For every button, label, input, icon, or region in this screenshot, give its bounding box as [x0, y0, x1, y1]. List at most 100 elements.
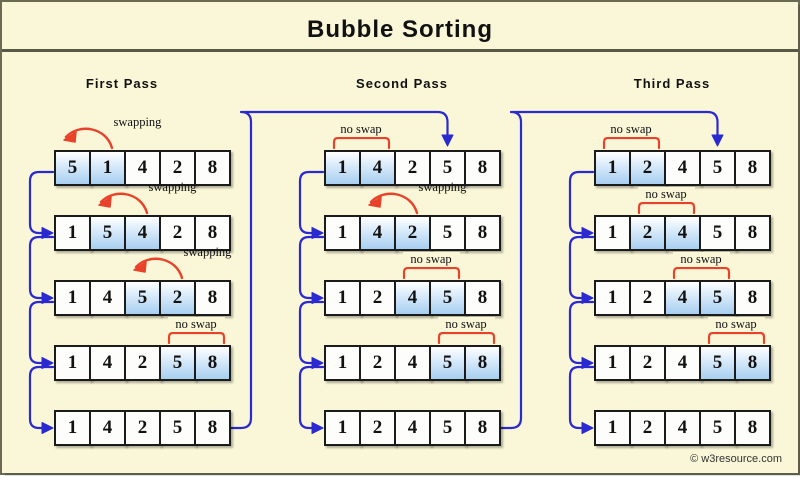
array-cell: 1: [594, 345, 631, 381]
array-cell: 8: [734, 280, 771, 316]
array-cell: 5: [124, 280, 161, 316]
array-cell: 5: [429, 280, 466, 316]
no-swap-annotation: no swap: [402, 252, 460, 280]
array-cell: 2: [359, 280, 396, 316]
array-cell: 2: [394, 215, 431, 251]
array-cell: 8: [194, 150, 231, 186]
array-cell: 4: [664, 345, 701, 381]
no-swap-label: no swap: [637, 187, 695, 202]
array-cell: 8: [464, 150, 501, 186]
no-swap-annotation: no swap: [672, 252, 730, 280]
array-cell: 8: [464, 410, 501, 446]
swapping-label: swapping: [148, 180, 197, 194]
array-cell: 8: [734, 345, 771, 381]
swapping-label: swapping: [418, 180, 467, 194]
array-cell: 5: [429, 215, 466, 251]
array-cell: 4: [664, 410, 701, 446]
array-cell: 4: [89, 410, 126, 446]
no-swap-annotation: no swap: [332, 122, 390, 150]
no-swap-annotation: no swap: [437, 317, 495, 345]
array-cell: 1: [324, 345, 361, 381]
no-swap-label: no swap: [707, 317, 765, 332]
swapping-annotation: swapping: [366, 180, 516, 215]
page-title: Bubble Sorting: [307, 16, 493, 43]
array-cell: 8: [194, 345, 231, 381]
no-swap-annotation: no swap: [602, 122, 660, 150]
no-swap-annotation: no swap: [637, 187, 695, 215]
array-cell: 2: [629, 215, 666, 251]
swapping-label: swapping: [113, 115, 162, 129]
array-cell: 8: [194, 410, 231, 446]
array-cell: 4: [664, 215, 701, 251]
array-cell: 2: [629, 280, 666, 316]
array-cell: 2: [159, 150, 196, 186]
array-cell: 2: [359, 410, 396, 446]
array-cell: 4: [124, 215, 161, 251]
no-swap-label: no swap: [602, 122, 660, 137]
array-cell: 8: [194, 215, 231, 251]
array-cell: 8: [734, 215, 771, 251]
array-cell: 4: [89, 345, 126, 381]
array-cell: 5: [699, 345, 736, 381]
array-cell: 2: [629, 150, 666, 186]
no-swap-annotation: no swap: [167, 317, 225, 345]
pass-label-first: First Pass: [85, 76, 159, 91]
array-cell: 4: [394, 280, 431, 316]
array-cell: 8: [464, 345, 501, 381]
array-cell: 2: [629, 410, 666, 446]
array-cell: 1: [324, 150, 361, 186]
swapping-label: swapping: [183, 245, 232, 259]
array-cell: 5: [159, 410, 196, 446]
array-cell: 5: [159, 345, 196, 381]
array-cell: 8: [734, 410, 771, 446]
array-cell: 1: [54, 410, 91, 446]
array-cell: 4: [89, 280, 126, 316]
array-cell: 1: [594, 150, 631, 186]
no-swap-label: no swap: [167, 317, 225, 332]
array-cell: 5: [699, 215, 736, 251]
swapping-annotation: swapping: [96, 180, 246, 215]
no-swap-label: no swap: [402, 252, 460, 267]
array-cell: 1: [54, 215, 91, 251]
array-cell: 8: [464, 215, 501, 251]
array-cell: 1: [54, 280, 91, 316]
array-cell: 5: [699, 410, 736, 446]
no-swap-label: no swap: [332, 122, 390, 137]
array-cell: 1: [324, 280, 361, 316]
array-cell: 2: [124, 345, 161, 381]
swapping-annotation: swapping: [61, 115, 211, 150]
array-cell: 2: [159, 280, 196, 316]
array-cell: 2: [359, 345, 396, 381]
swapping-annotation: swapping: [131, 245, 281, 280]
array-cell: 4: [359, 215, 396, 251]
array-cell: 5: [699, 280, 736, 316]
array-cell: 8: [194, 280, 231, 316]
array-cell: 5: [89, 215, 126, 251]
no-swap-label: no swap: [437, 317, 495, 332]
array-cell: 5: [699, 150, 736, 186]
array-cell: 4: [394, 410, 431, 446]
title-bar: Bubble Sorting: [2, 2, 798, 52]
array-cell: 5: [429, 345, 466, 381]
pass-label-third: Third Pass: [633, 76, 711, 91]
array-cell: 4: [664, 280, 701, 316]
array-cell: 4: [664, 150, 701, 186]
watermark: © w3resource.com: [690, 453, 782, 465]
array-cell: 1: [594, 215, 631, 251]
array-cell: 2: [394, 150, 431, 186]
array-cell: 4: [124, 150, 161, 186]
